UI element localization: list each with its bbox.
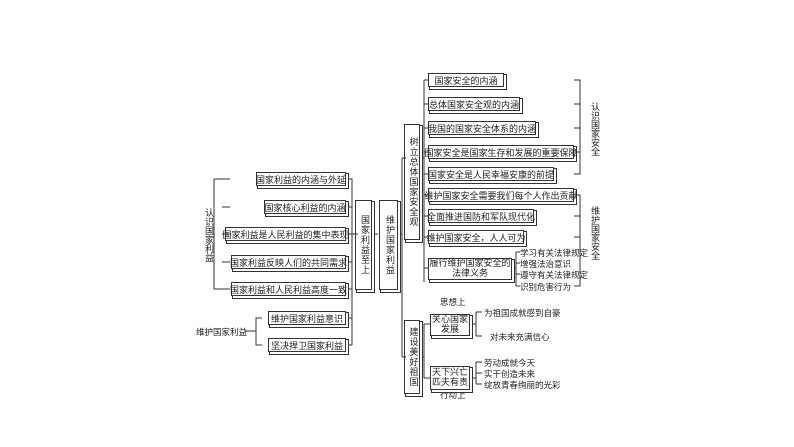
b2-item-4: 履行维护国家安全的法律义务 [428,258,512,280]
b2-item-3: 维护国家安全，人人可为 [427,230,526,244]
b2-sub-3: 遵守有关法律规定 [520,271,589,281]
b1-item-1: 国家安全的内涵 [428,73,504,87]
b3-node2-item-3: 绽放青春绚丽的光彩 [484,381,561,391]
left-item-2: 国家核心利益的内涵 [264,200,346,214]
b1-item-3: 我国的国家安全体系的内涵 [428,121,536,135]
b3-bottom-label: 行动上 [440,391,466,401]
b2-item-2: 全面推进国防和军队现代化 [427,209,535,223]
left-item-3: 国家利益是人民利益的集中表现 [223,227,349,241]
left-group1-label: 认识国家利益 [203,208,213,262]
hub-node: 维护国家利益 [379,200,398,290]
b2-side-label: 维护国家安全 [589,206,599,260]
b3-node2-item-2: 实干创造未来 [484,370,536,380]
left-item-1: 国家利益的内涵与外延 [256,172,346,186]
b3-node2-item-1: 劳动成就今天 [484,359,536,369]
left-item-6: 维护国家利益意识 [268,311,346,325]
b2-sub-1: 学习有关法律规定 [520,249,589,259]
left-group2-label: 维护国家利益 [196,328,248,338]
b3-node1-item-2: 对未来充满信心 [490,333,550,343]
b2-sub-2: 增强法治意识 [520,260,572,270]
b1-item-2: 总体国家安全观的内涵 [428,97,520,111]
b1-item-5: 国家安全是人民幸福安康的前提 [428,167,554,181]
b3-node1-item-1: 为祖国成就感到自豪 [484,309,561,319]
left-item-7: 坚决捍卫国家利益 [268,338,346,352]
b3-node-2: 天下兴亡匹夫有责 [430,366,470,390]
b2-sub-4: 识别危害行为 [520,283,572,293]
left-item-4: 国家利益反映人们的共同需求 [230,255,347,269]
b3-node-1: 关心国家发展 [430,314,470,336]
branch1-node: 树立总体国家安全观 [404,124,420,240]
root-node: 国家利益至上 [355,200,372,290]
b1-item-4: 国家安全是国家生存和发展的重要保障 [425,145,578,159]
b3-top-label: 思想上 [440,298,466,308]
branch3-node: 建设美好祖国 [404,320,420,394]
b1-side-label: 认识国家安全 [589,102,599,156]
left-item-5: 国家利益和人民利益高度一致 [230,282,347,296]
b2-item-1: 维护国家安全需要我们每个人作出贡献 [425,188,578,202]
